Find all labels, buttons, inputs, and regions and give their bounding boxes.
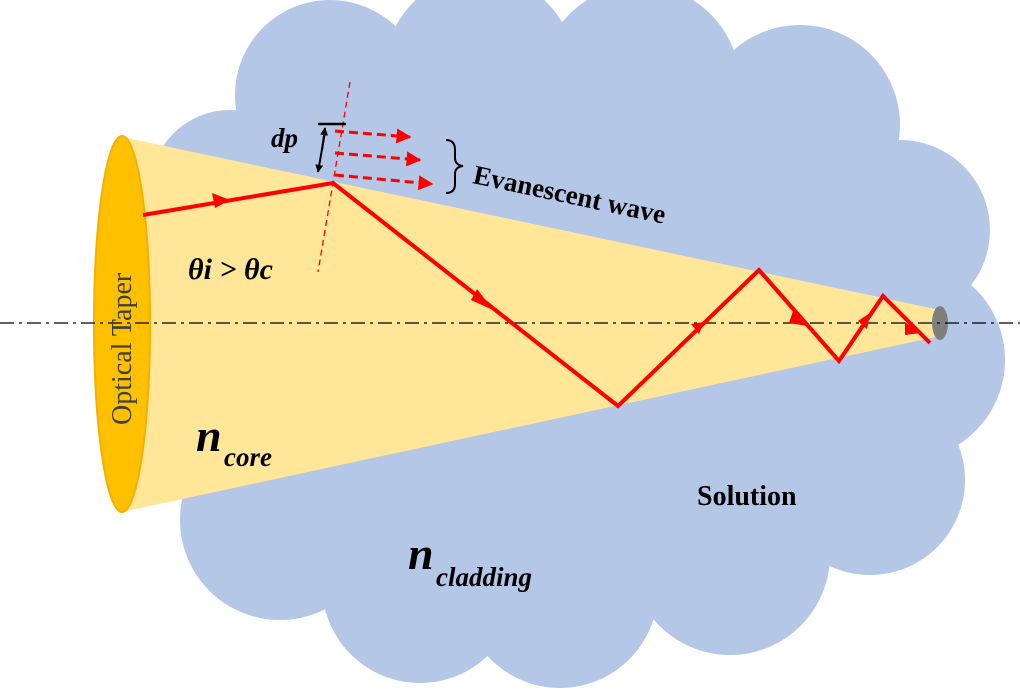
taper-face (93, 135, 151, 513)
ray-arrow-4 (789, 311, 808, 326)
solution-label: Solution (697, 481, 797, 512)
evanescent-arrow-2 (334, 151, 422, 167)
n-cladding-symbol: n (408, 528, 434, 579)
ray-arrow-5 (858, 313, 870, 329)
n-core-symbol: n (196, 410, 222, 461)
ray-arrow-2 (471, 289, 493, 310)
taper-label: Optical Taper (107, 272, 138, 425)
penetration-depth-marker (315, 122, 346, 173)
n-cladding-subscript: cladding (436, 562, 532, 592)
angle-condition-label: θi > θc (188, 253, 273, 286)
n-core-label: n core (196, 410, 272, 472)
penetration-depth-label: dp (271, 123, 298, 153)
ray-arrow-1 (212, 193, 230, 208)
ray-arrow-3 (691, 322, 704, 334)
evanescent-arrow-1 (334, 128, 412, 144)
evanescent-arrow-3 (334, 173, 434, 191)
n-core-subscript: core (224, 442, 272, 472)
evanescent-brace (445, 139, 464, 194)
ray-arrow-6 (905, 322, 920, 335)
normal-line (317, 81, 351, 273)
fiber-core (122, 137, 940, 512)
ray-direction-arrows (212, 193, 920, 335)
light-ray-path (142, 180, 932, 409)
n-cladding-label: n cladding (408, 528, 532, 592)
evanescent-arrows (334, 128, 434, 191)
dp-arrow-up (320, 127, 328, 151)
